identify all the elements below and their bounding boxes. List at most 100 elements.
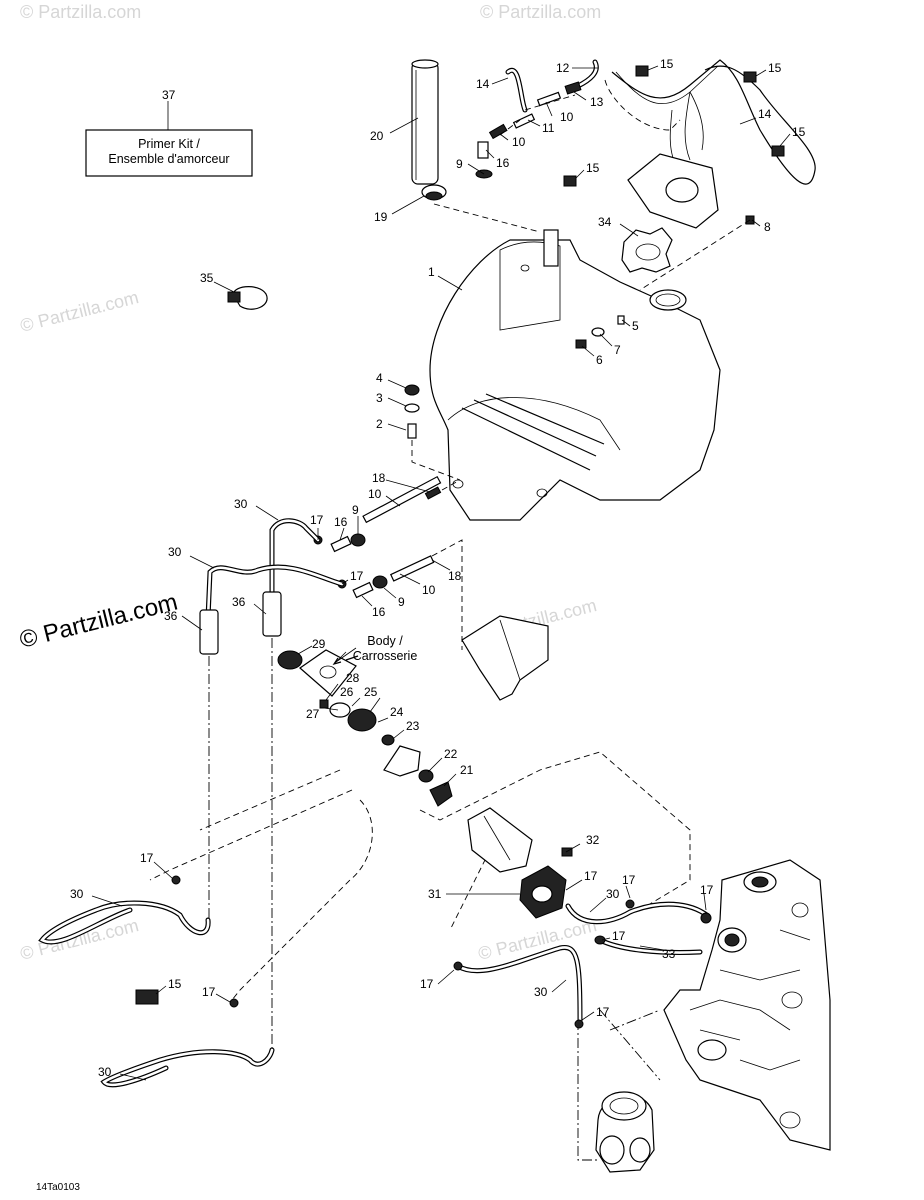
watermark-left: © Partzilla.com xyxy=(18,287,141,336)
callout-18-upper: 18 xyxy=(372,471,386,485)
primer-lines xyxy=(199,518,345,1050)
callout-9-lower: 9 xyxy=(398,595,405,609)
callout-12: 12 xyxy=(556,61,570,75)
tank-hardware xyxy=(575,315,625,349)
callout-15-e: 15 xyxy=(168,977,182,991)
callout-17-lower-left: 17 xyxy=(202,985,216,999)
primer-kit-line2: Ensemble d'amorceur xyxy=(108,152,230,166)
callout-15-c: 15 xyxy=(792,125,806,139)
watermark-main: © Partzilla.com xyxy=(17,589,180,654)
dashed-routes xyxy=(149,751,691,1161)
callout-36-left: 36 xyxy=(164,609,178,623)
callout-16-mid: 16 xyxy=(334,515,348,529)
callout-8: 8 xyxy=(764,220,771,234)
callout-22: 22 xyxy=(444,747,458,761)
lower-primer-loop-1 xyxy=(38,875,211,945)
body-label: Body / Carrosserie xyxy=(340,634,430,664)
callout-17-mid: 17 xyxy=(350,569,364,583)
watermark-top-left: © Partzilla.com xyxy=(20,2,141,22)
primer-dash xyxy=(433,203,541,233)
callout-21: 21 xyxy=(460,763,474,777)
callout-33: 33 xyxy=(662,947,676,961)
callout-15-d: 15 xyxy=(586,161,600,175)
callout-10-lower: 10 xyxy=(422,583,436,597)
callout-32: 32 xyxy=(586,833,600,847)
primer-kit-box xyxy=(85,129,253,177)
callout-7: 7 xyxy=(614,343,621,357)
callout-27: 27 xyxy=(306,707,320,721)
callout-36-right: 36 xyxy=(232,595,246,609)
callout-30-bottom: 30 xyxy=(534,985,548,999)
callout-15-a: 15 xyxy=(660,57,674,71)
callout-16-lower: 16 xyxy=(372,605,386,619)
callout-17-right: 17 xyxy=(622,873,636,887)
callout-2: 2 xyxy=(376,417,383,431)
fuel-cap xyxy=(621,227,673,273)
watermark-lower-left: © Partzilla.com xyxy=(18,915,141,964)
body-bracket xyxy=(461,615,549,701)
callout-30-upper: 30 xyxy=(234,497,248,511)
callout-17-engine: 17 xyxy=(700,883,714,897)
callout-14-top: 14 xyxy=(476,77,490,91)
callout-9-mid: 9 xyxy=(352,503,359,517)
callout-30-left: 30 xyxy=(70,887,84,901)
callout-14-right: 14 xyxy=(758,107,772,121)
body-label-line1: Body / xyxy=(367,634,403,648)
clip-15a xyxy=(635,65,649,77)
body-label-line2: Carrosserie xyxy=(352,649,418,663)
callout-4: 4 xyxy=(376,371,383,385)
callout-10-upper: 10 xyxy=(512,135,526,149)
callout-1: 1 xyxy=(428,265,435,279)
callout-18-lower: 18 xyxy=(448,569,462,583)
primer-tube xyxy=(411,59,439,185)
callout-28: 28 xyxy=(346,671,360,685)
primer-kit-label: Primer Kit / Ensemble d'amorceur xyxy=(86,137,252,167)
fuel-pump xyxy=(519,847,573,919)
hose-36-left xyxy=(199,609,219,655)
clip-15d xyxy=(563,175,577,187)
callout-17-bottom: 17 xyxy=(420,977,434,991)
callout-23: 23 xyxy=(406,719,420,733)
callout-17-pump: 17 xyxy=(584,869,598,883)
clip-15c xyxy=(771,145,785,157)
callout-30-pump: 30 xyxy=(606,887,620,901)
clip-15e xyxy=(135,989,159,1005)
cap-bracket xyxy=(627,153,755,291)
primer-cable xyxy=(604,59,816,185)
callout-17-carb: 17 xyxy=(596,1005,610,1019)
watermark-top-right: © Partzilla.com xyxy=(480,2,601,22)
callout-25: 25 xyxy=(364,685,378,699)
callout-5: 5 xyxy=(632,319,639,333)
callout-17-lower-right: 17 xyxy=(612,929,626,943)
fuel-pump-bracket xyxy=(467,807,533,873)
callout-15-b: 15 xyxy=(768,61,782,75)
callout-37: 37 xyxy=(162,88,176,102)
callout-31: 31 xyxy=(428,887,442,901)
callout-30-lower-left: 30 xyxy=(98,1065,112,1079)
callout-26: 26 xyxy=(340,685,354,699)
callout-6: 6 xyxy=(596,353,603,367)
upper-fittings xyxy=(475,59,599,179)
tank-mount-bracket xyxy=(543,229,559,267)
callout-10-mid: 10 xyxy=(368,487,382,501)
callout-30-mid: 30 xyxy=(168,545,182,559)
callout-24: 24 xyxy=(390,705,404,719)
clip-15b xyxy=(743,71,757,83)
callout-17-upper: 17 xyxy=(310,513,324,527)
callout-35: 35 xyxy=(200,271,214,285)
engine xyxy=(663,859,831,1151)
hose-36-right xyxy=(262,591,282,637)
callout-19: 19 xyxy=(374,210,388,224)
stud-hardware xyxy=(404,384,461,481)
callout-17-left: 17 xyxy=(140,851,154,865)
callout-34: 34 xyxy=(598,215,612,229)
lower-primer-loop-2 xyxy=(100,998,275,1088)
figure-code: 14Ta0103 xyxy=(36,1182,80,1193)
body-label-arrow xyxy=(332,657,342,666)
callout-29: 29 xyxy=(312,637,326,651)
fuel-tank xyxy=(429,239,721,521)
pump-assembly xyxy=(277,649,453,807)
pump-lines xyxy=(453,899,712,1029)
callout-11: 11 xyxy=(542,121,555,135)
